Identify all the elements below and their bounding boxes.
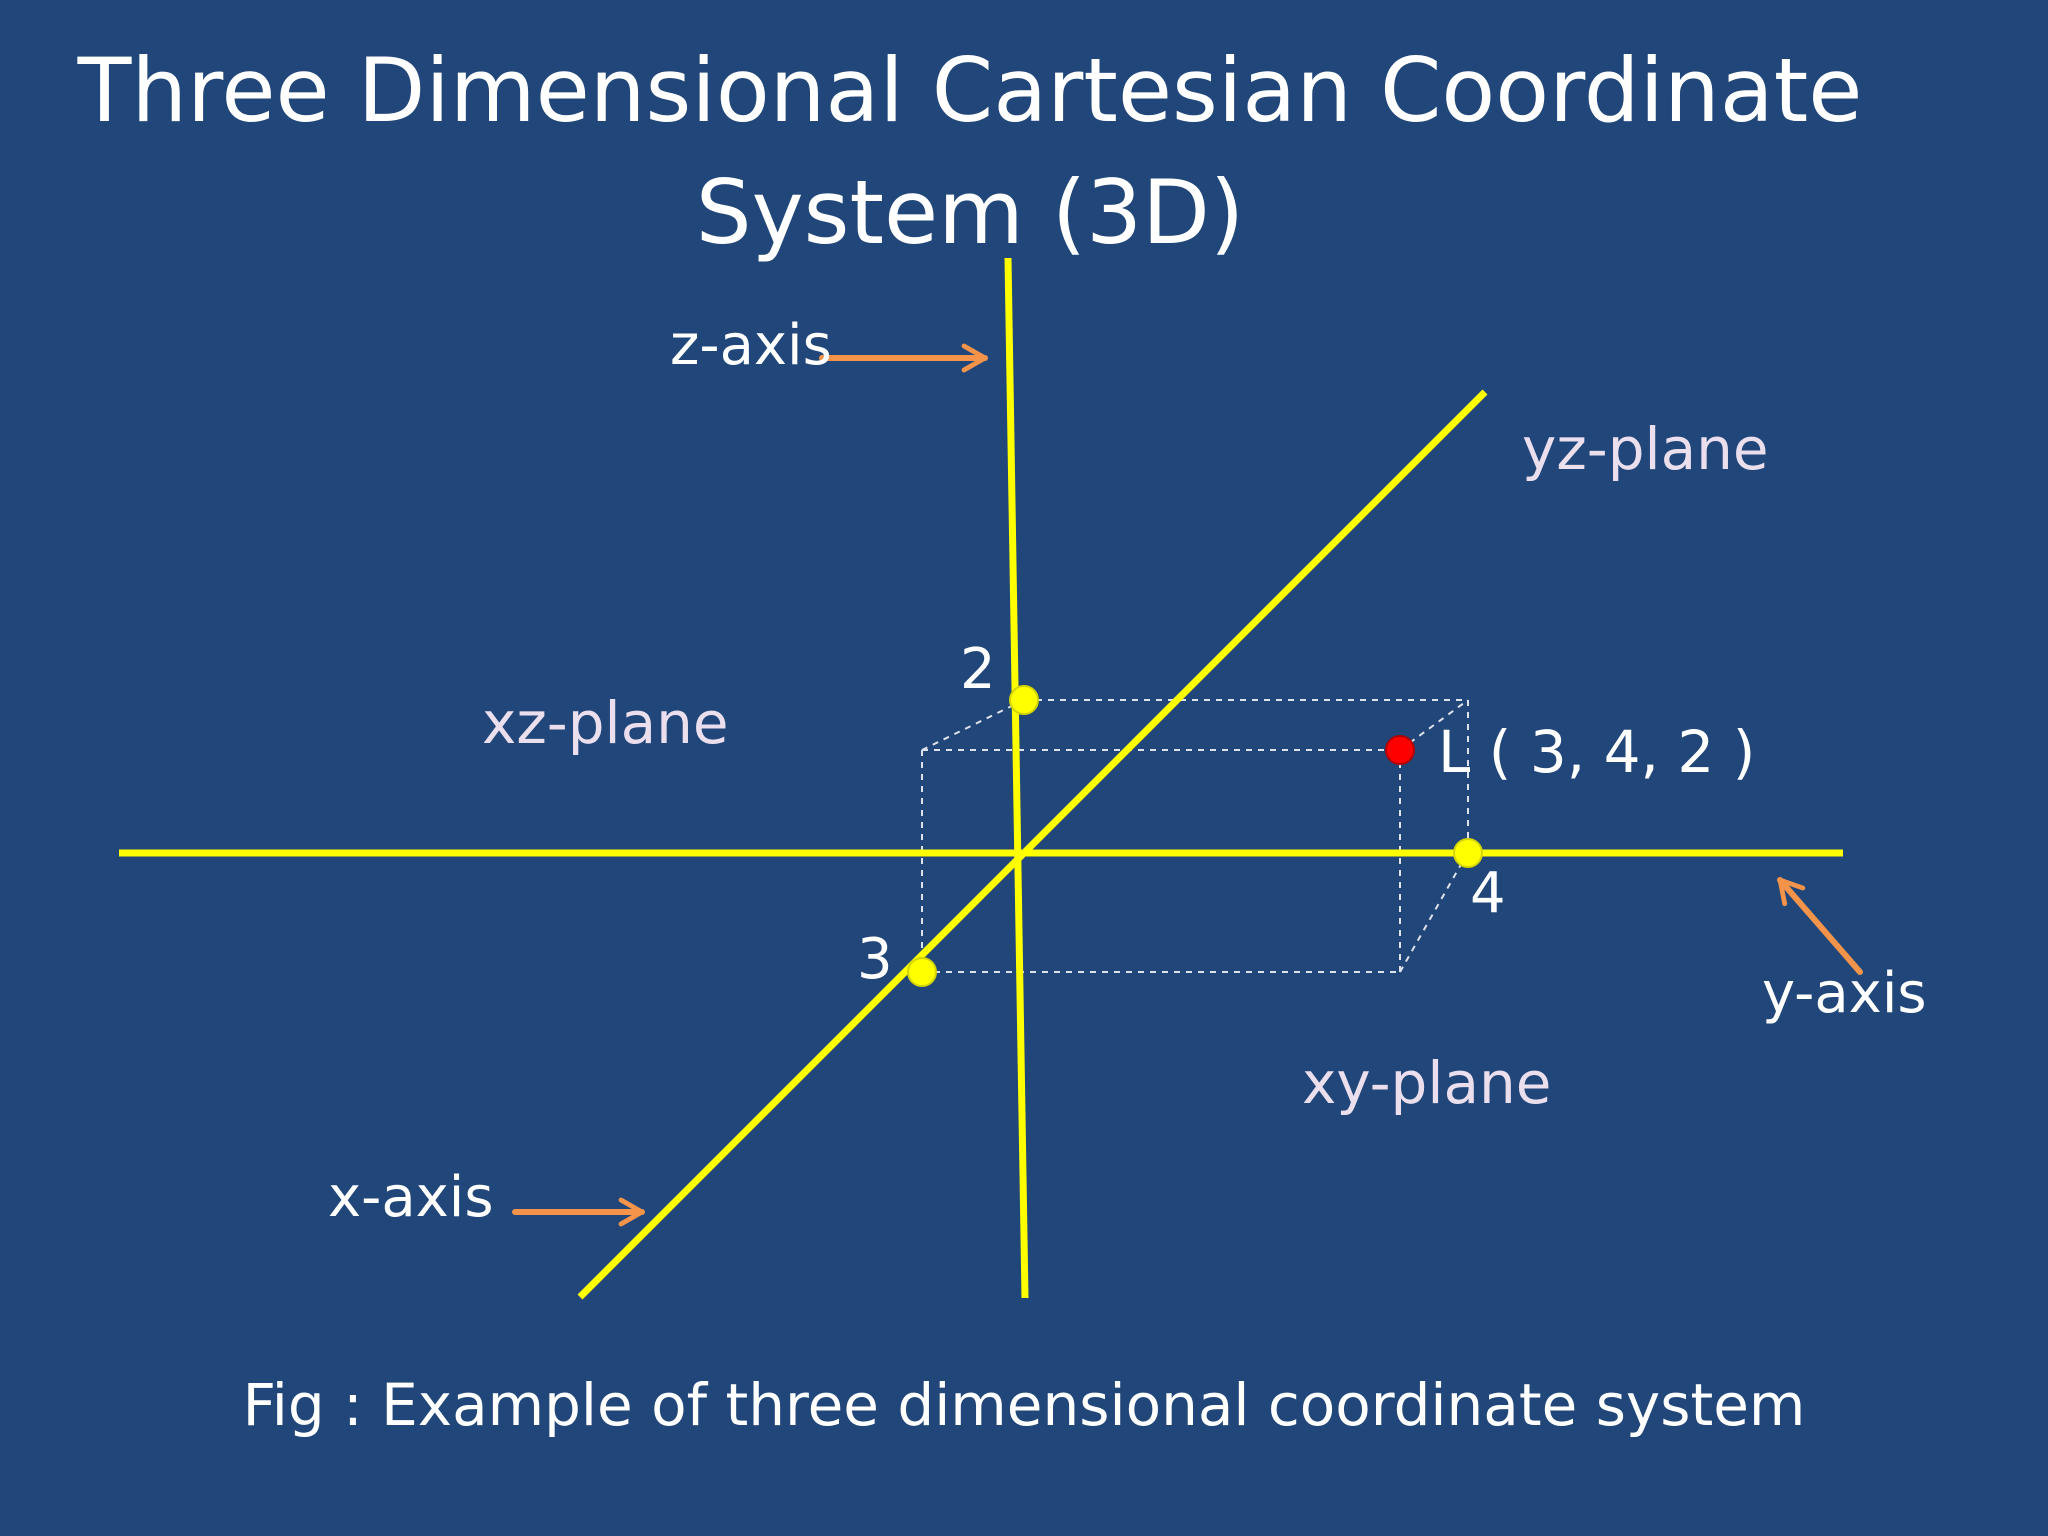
point-l-label: L ( 3, 4, 2 ): [1438, 718, 1756, 786]
slide-title-line-2: System (3D): [695, 161, 1245, 264]
xz-plane-label: xz-plane: [482, 689, 729, 757]
x-axis-line: [577, 389, 1488, 1300]
slide-title: Three Dimensional Cartesian Coordinate S…: [0, 30, 1940, 274]
y-axis-arrow: [1777, 877, 1863, 975]
projection-guides: [921, 699, 1469, 973]
figure-caption: Fig : Example of three dimensional coord…: [242, 1371, 1806, 1439]
z-tick-label: 2: [960, 637, 996, 702]
z-axis-label: z-axis: [670, 313, 832, 378]
label-arrows: [512, 343, 1863, 1227]
x-tick-label: 3: [857, 927, 893, 992]
z-tick-point: [1009, 685, 1039, 715]
y-tick-point: [1453, 838, 1483, 868]
xy-plane-label: xy-plane: [1302, 1049, 1552, 1117]
slide-title-line-1: Three Dimensional Cartesian Coordinate: [77, 39, 1863, 142]
z-axis-line: [1004, 257, 1029, 1299]
x-tick-point: [907, 957, 937, 987]
point-l-marker: [1385, 735, 1415, 765]
guide-top-left-diagonal: [921, 699, 1025, 751]
axes: [119, 257, 1843, 1300]
guide-bottom-right-diagonal: [1399, 851, 1469, 973]
yz-plane-label: yz-plane: [1522, 415, 1769, 483]
y-tick-label: 4: [1470, 861, 1506, 926]
x-axis-label: x-axis: [328, 1165, 494, 1230]
y-axis-label: y-axis: [1762, 961, 1927, 1026]
